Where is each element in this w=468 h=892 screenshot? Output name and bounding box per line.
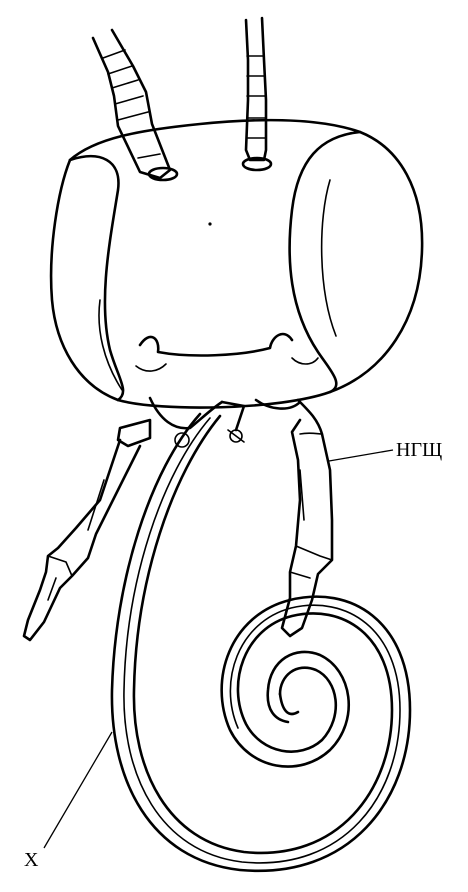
head-capsule <box>51 120 422 407</box>
label-ngsh: НГЩ <box>396 439 442 461</box>
left-antenna <box>93 30 177 180</box>
label-ngsh-leader <box>329 450 393 461</box>
mouthparts-base <box>150 398 300 447</box>
right-eye <box>290 132 360 392</box>
left-eye <box>70 156 123 400</box>
label-x: Х <box>24 849 39 871</box>
right-antenna <box>243 18 271 170</box>
coiled-proboscis <box>112 414 410 871</box>
label-x-leader <box>44 732 112 848</box>
